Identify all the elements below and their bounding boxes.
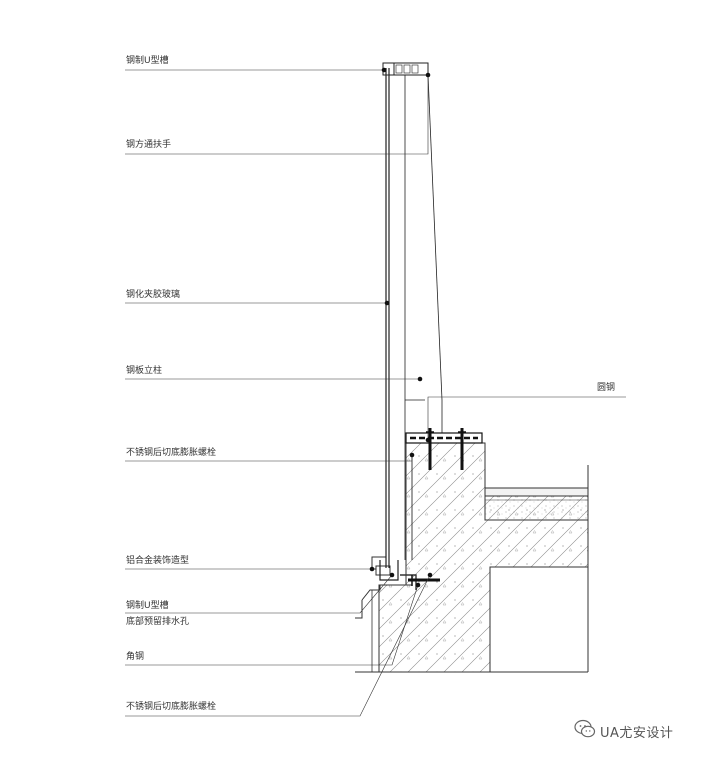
leader-angle	[125, 584, 419, 666]
label-round-steel: 圆钢	[597, 381, 615, 393]
label-steel-tube-handrail: 钢方通扶手	[126, 138, 171, 150]
label-steel-plate-post: 钢板立柱	[126, 364, 162, 376]
label-angle-steel: 角钢	[126, 650, 144, 662]
label-anchor-bolt-lower: 不锈钢后切底膨胀螺栓	[126, 700, 216, 712]
leader-lines	[125, 69, 626, 717]
label-u-channel-bottom: 钢制U型槽	[126, 599, 169, 611]
leader-bolt-lower	[125, 574, 431, 717]
labels: 钢制U型槽 钢方通扶手 钢化夹胶玻璃 钢板立柱 圆钢 不锈钢后切底膨胀螺栓 铝合…	[126, 54, 615, 712]
leader-round-steel	[427, 396, 626, 440]
label-aluminum-trim: 铝合金装饰造型	[126, 554, 189, 566]
label-laminated-glass: 钢化夹胶玻璃	[126, 288, 180, 300]
leader-dots	[369, 67, 433, 588]
label-drain-hole: 底部预留排水孔	[126, 615, 189, 627]
glass-railing	[379, 62, 443, 581]
concrete-structure	[355, 442, 589, 673]
label-u-channel-top: 钢制U型槽	[126, 54, 169, 66]
leader-u-channel-bottom	[125, 574, 393, 614]
wechat-logo-icon	[574, 719, 596, 738]
label-anchor-bolt-upper: 不锈钢后切底膨胀螺栓	[126, 446, 216, 458]
leader-handrail	[125, 75, 429, 155]
watermark-text: UA尤安设计	[600, 726, 674, 741]
base-plate-bolts	[405, 428, 483, 586]
